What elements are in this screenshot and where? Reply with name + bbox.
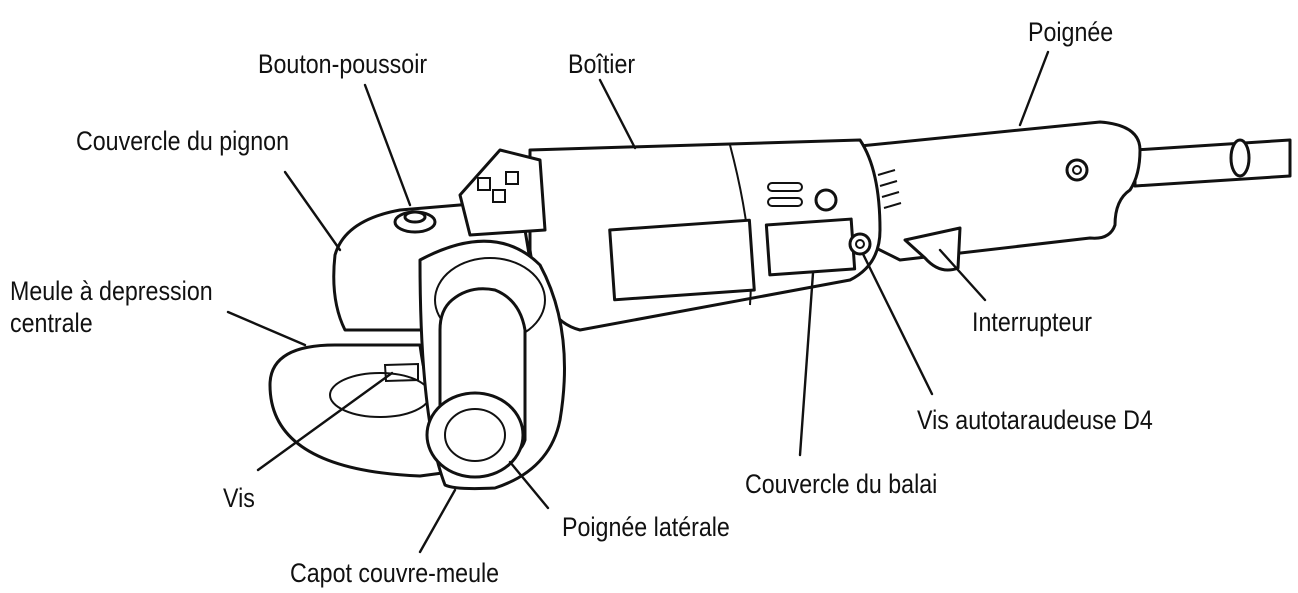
- label-couvercle-balai: Couvercle du balai: [745, 469, 938, 499]
- rear-handle: [818, 120, 1142, 262]
- label-interrupteur: Interrupteur: [972, 307, 1093, 337]
- side-handle: [425, 287, 527, 479]
- label-poignee: Poignée: [1028, 17, 1114, 47]
- label-meule: Meule à depression centrale: [10, 276, 213, 338]
- leader-lines: [226, 50, 1050, 554]
- trigger-switch: [903, 226, 962, 272]
- power-cord: [1133, 138, 1292, 188]
- motor-housing: [528, 138, 882, 332]
- label-boitier: Boîtier: [568, 49, 636, 79]
- label-poignee-laterale: Poignée latérale: [562, 512, 730, 542]
- label-bouton-poussoir: Bouton-poussoir: [258, 49, 428, 79]
- label-vis-autotaraudeuse: Vis autotaraudeuse D4: [917, 405, 1153, 435]
- label-vis: Vis: [223, 483, 255, 513]
- label-capot: Capot couvre-meule: [290, 558, 500, 588]
- label-couvercle-pignon: Couvercle du pignon: [76, 126, 289, 156]
